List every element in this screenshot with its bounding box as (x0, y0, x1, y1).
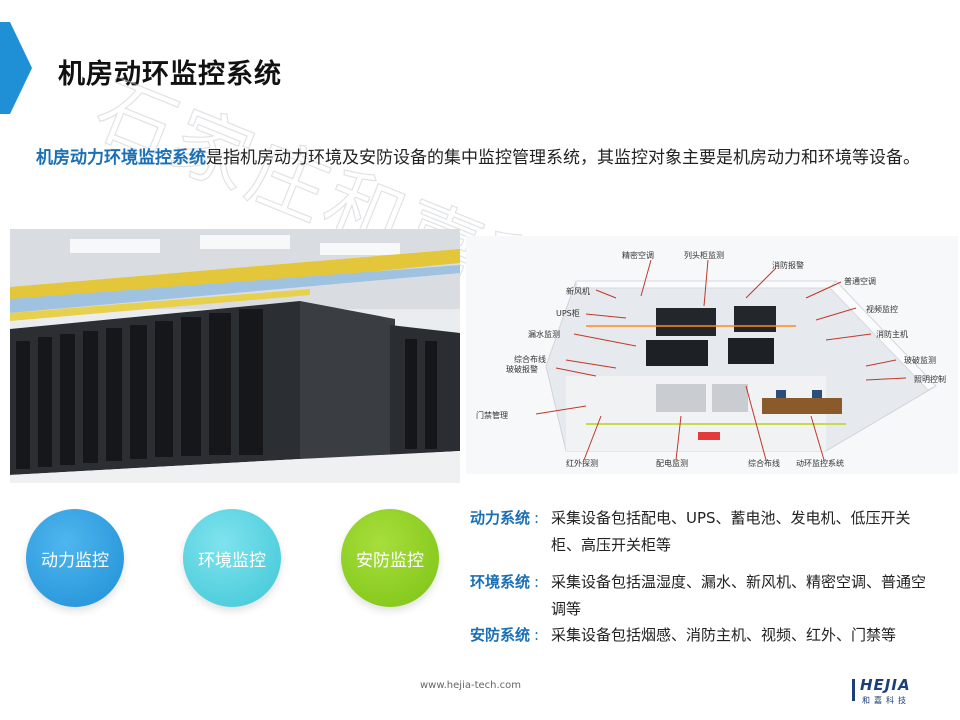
environment-system-label: 环境系统 (470, 573, 531, 591)
power-monitor-circle: 动力监控 (26, 509, 124, 607)
page-title: 机房动环监控系统 (58, 59, 282, 90)
intro-highlight: 机房动力环境监控系统 (36, 148, 206, 168)
label-video: 视频监控 (866, 304, 898, 314)
power-system-label: 动力系统 (470, 509, 531, 527)
intro-paragraph: 机房动力环境监控系统是指机房动力环境及安防设备的集中监控管理系统，其监控对象主要… (36, 143, 926, 174)
power-system-colon: : (534, 509, 540, 527)
environment-system-desc: 采集设备包括温湿度、漏水、新风机、精密空调、普通空调等 (551, 573, 927, 618)
security-system-item: 安防系统 : 采集设备包括烟感、消防主机、视频、红外、门禁等 (470, 622, 930, 649)
footer-url: www.hejia-tech.com (420, 680, 522, 691)
label-fresh-air: 新风机 (566, 286, 590, 296)
logo-name: HEJIA (860, 676, 911, 694)
label-power-dist: 配电监测 (656, 458, 688, 468)
environment-monitor-circle: 环境监控 (183, 509, 281, 607)
security-system-colon: : (534, 626, 540, 644)
label-glass-monitor: 玻破监测 (904, 355, 936, 365)
label-leak: 漏水监测 (528, 329, 560, 339)
server-room-photo (10, 229, 460, 483)
label-cabling: 综合布线 (514, 354, 546, 364)
company-logo: HEJIA 和嘉科技 (852, 676, 932, 706)
label-cabling-2: 综合布线 (748, 458, 780, 468)
monitoring-layout-diagram: 精密空调 列头柜监测 消防报警 新风机 普通空调 UPS柜 视频监控 漏水监测 … (466, 236, 958, 474)
environment-system-colon: : (534, 573, 540, 591)
security-system-desc: 采集设备包括烟感、消防主机、视频、红外、门禁等 (551, 626, 897, 644)
label-access: 门禁管理 (476, 410, 508, 420)
intro-text: 是指机房动力环境及安防设备的集中监控管理系统，其监控对象主要是机房动力和环境等设… (206, 148, 920, 168)
label-dh-system: 动环监控系统 (796, 458, 844, 468)
environment-system-item: 环境系统 : 采集设备包括温湿度、漏水、新风机、精密空调、普通空调等 (470, 569, 930, 623)
logo-bar (852, 679, 855, 701)
label-fire-alarm: 消防报警 (772, 260, 804, 270)
security-monitor-circle: 安防监控 (341, 509, 439, 607)
label-glass-alarm: 玻破报警 (506, 364, 538, 374)
power-system-item: 动力系统 : 采集设备包括配电、UPS、蓄电池、发电机、低压开关柜、高压开关柜等 (470, 505, 930, 559)
security-system-label: 安防系统 (470, 626, 531, 644)
label-ups: UPS柜 (556, 308, 580, 318)
label-lighting: 照明控制 (914, 374, 946, 384)
label-precision-ac: 精密空调 (622, 250, 654, 260)
logo-sub: 和嘉科技 (862, 696, 910, 705)
label-fire-host: 消防主机 (876, 329, 908, 339)
power-system-desc: 采集设备包括配电、UPS、蓄电池、发电机、低压开关柜、高压开关柜等 (551, 509, 911, 554)
label-normal-ac: 普通空调 (844, 276, 876, 286)
label-cabinet-head: 列头柜监测 (684, 250, 724, 260)
label-infrared: 红外探测 (566, 458, 598, 468)
title-accent-shape (0, 22, 32, 114)
